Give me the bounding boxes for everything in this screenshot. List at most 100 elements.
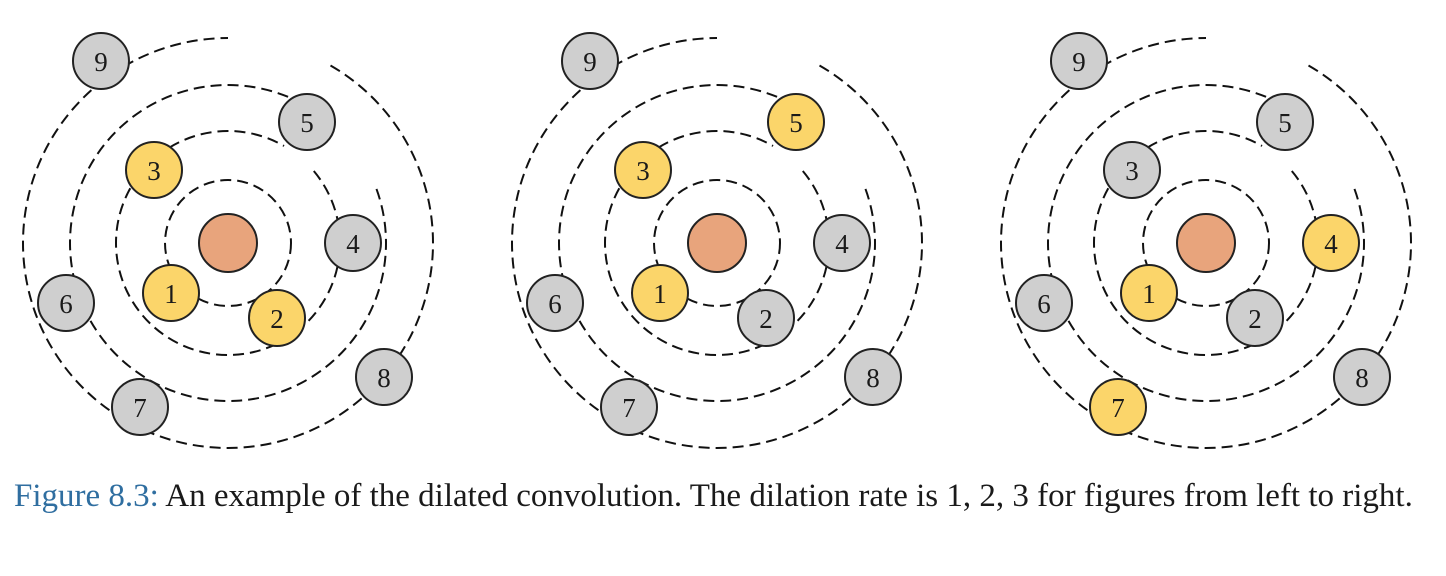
- diagram-panel-2: 1 2 3 4 5 6 7 8 9: [511, 32, 923, 449]
- diagram-panel-1: 1 2 3 4 5 6 7 8 9: [22, 32, 434, 449]
- neighbor-node-3: 3: [1103, 141, 1161, 199]
- node-label: 8: [1355, 363, 1369, 393]
- node-label: 1: [653, 279, 667, 309]
- inactive-node-circle: [355, 348, 413, 406]
- neighbor-node-2: 2: [737, 289, 795, 347]
- inactive-node-circle: [526, 274, 584, 332]
- node-label: 9: [94, 47, 108, 77]
- node-label: 4: [1324, 229, 1338, 259]
- neighbor-node-1: 1: [631, 264, 689, 322]
- node-label: 6: [548, 289, 562, 319]
- neighbor-node-2: 2: [1226, 289, 1284, 347]
- inactive-node-circle: [278, 93, 336, 151]
- node-label: 2: [270, 304, 284, 334]
- node-label: 1: [164, 279, 178, 309]
- dashed-ring-4: [511, 37, 923, 449]
- node-label: 3: [636, 156, 650, 186]
- highlighted-node-circle: [614, 141, 672, 199]
- dashed-ring-1: [163, 179, 292, 307]
- neighbor-node-9: 9: [1050, 32, 1108, 90]
- inactive-node-circle: [1256, 93, 1314, 151]
- inactive-node-circle: [1103, 141, 1161, 199]
- neighbor-node-5: 5: [767, 93, 825, 151]
- dilated-convolution-figure: 1 2 3 4 5 6 7 8 9 1 2 3 4 5 6 7 8 9 1 2 3 4 5 6 7 8 9: [22, 32, 1412, 449]
- center-node: [687, 213, 747, 273]
- node-label: 4: [835, 229, 849, 259]
- highlighted-node-circle: [125, 141, 183, 199]
- center-node: [198, 213, 258, 273]
- inactive-node-circle: [813, 214, 871, 272]
- node-label: 6: [59, 289, 73, 319]
- dashed-ring-3: [69, 84, 387, 402]
- node-label: 2: [1248, 304, 1262, 334]
- node-label: 4: [346, 229, 360, 259]
- dashed-ring-2: [1093, 130, 1320, 357]
- neighbor-node-7: 7: [111, 378, 169, 436]
- node-label: 8: [866, 363, 880, 393]
- node-label: 7: [1111, 393, 1125, 423]
- inactive-node-circle: [561, 32, 619, 90]
- neighbor-node-8: 8: [1333, 348, 1391, 406]
- highlighted-node-circle: [1089, 378, 1147, 436]
- node-label: 5: [1278, 108, 1292, 138]
- inactive-node-circle: [1333, 348, 1391, 406]
- neighbor-node-3: 3: [614, 141, 672, 199]
- neighbor-node-5: 5: [1256, 93, 1314, 151]
- center-node: [1176, 213, 1236, 273]
- node-label: 6: [1037, 289, 1051, 319]
- highlighted-node-circle: [1302, 214, 1360, 272]
- node-label: 5: [789, 108, 803, 138]
- neighbor-node-4: 4: [813, 214, 871, 272]
- inactive-node-circle: [37, 274, 95, 332]
- dashed-ring-2: [115, 130, 341, 356]
- dashed-ring-2: [604, 130, 830, 356]
- node-label: 1: [1142, 279, 1156, 309]
- dashed-ring-4: [22, 37, 434, 449]
- node-label: 8: [377, 363, 391, 393]
- highlighted-node-circle: [631, 264, 689, 322]
- highlighted-node-circle: [248, 289, 306, 347]
- inactive-node-circle: [844, 348, 902, 406]
- neighbor-node-4: 4: [324, 214, 382, 272]
- inactive-node-circle: [737, 289, 795, 347]
- highlighted-node-circle: [767, 93, 825, 151]
- neighbor-node-3: 3: [125, 141, 183, 199]
- neighbor-node-8: 8: [844, 348, 902, 406]
- dashed-ring-4: [1000, 37, 1412, 449]
- node-label: 3: [147, 156, 161, 186]
- node-label: 7: [133, 393, 147, 423]
- inactive-node-circle: [1226, 289, 1284, 347]
- inactive-node-circle: [600, 378, 658, 436]
- node-label: 9: [1072, 47, 1086, 77]
- neighbor-node-1: 1: [142, 264, 200, 322]
- node-label: 9: [583, 47, 597, 77]
- highlighted-node-circle: [142, 264, 200, 322]
- inactive-node-circle: [324, 214, 382, 272]
- dashed-ring-3: [1047, 83, 1365, 402]
- dashed-ring-1: [1141, 179, 1270, 307]
- neighbor-node-9: 9: [561, 32, 619, 90]
- dashed-ring-3: [558, 84, 876, 402]
- node-label: 5: [300, 108, 314, 138]
- inactive-node-circle: [111, 378, 169, 436]
- neighbor-node-6: 6: [1015, 274, 1073, 332]
- diagram-panel-3: 1 2 3 4 5 6 7 8 9: [1000, 32, 1412, 449]
- neighbor-node-9: 9: [72, 32, 130, 90]
- neighbor-node-4: 4: [1302, 214, 1360, 272]
- caption-label: Figure 8.3:: [14, 478, 159, 514]
- neighbor-node-7: 7: [600, 378, 658, 436]
- dashed-ring-1: [652, 179, 781, 307]
- neighbor-node-5: 5: [278, 93, 336, 151]
- neighbor-node-7: 7: [1089, 378, 1147, 436]
- figure-caption: Figure 8.3: An example of the dilated co…: [14, 474, 1434, 518]
- node-label: 3: [1125, 156, 1139, 186]
- node-label: 2: [759, 304, 773, 334]
- caption-text: An example of the dilated convolution. T…: [158, 478, 1413, 514]
- node-label: 7: [622, 393, 636, 423]
- inactive-node-circle: [1015, 274, 1073, 332]
- inactive-node-circle: [1050, 32, 1108, 90]
- inactive-node-circle: [72, 32, 130, 90]
- highlighted-node-circle: [1120, 264, 1178, 322]
- neighbor-node-6: 6: [526, 274, 584, 332]
- neighbor-node-6: 6: [37, 274, 95, 332]
